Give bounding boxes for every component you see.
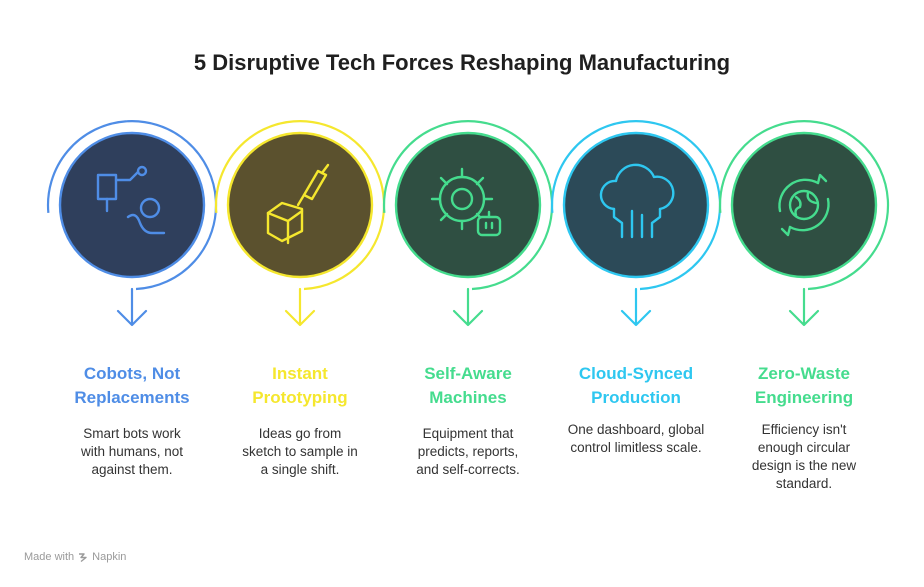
item-circle: [394, 131, 542, 279]
down-arrow: [452, 287, 484, 327]
item-description-line: Smart bots work: [83, 426, 181, 441]
item-description: Smart bots work with humans, not against t…: [57, 425, 207, 479]
item-description-line: One dashboard, global: [567, 422, 705, 437]
down-arrow: [284, 287, 316, 327]
item-heading-line: Engineering: [754, 388, 854, 407]
item-description-line: and self-corrects.: [416, 462, 520, 477]
item-description: One dashboard, global control limitless s…: [561, 421, 711, 457]
item-heading-line: Instant: [272, 364, 328, 383]
item-description-line: with humans, not: [80, 444, 184, 459]
item-description-line: Equipment that: [422, 426, 514, 441]
item-description: Efficiency isn't enough circular design is…: [729, 421, 879, 493]
item-description-line: a single shift.: [260, 462, 340, 477]
item-description-line: predicts, reports,: [417, 444, 519, 459]
item-description-line: standard.: [775, 476, 833, 491]
made-with-label: Made with: [24, 551, 75, 563]
item-heading-line: Cloud-Synced: [578, 364, 694, 383]
made-with-footer: Made with Napkin: [24, 551, 126, 563]
item-circle: [226, 131, 374, 279]
cloud-circuit-icon: [599, 163, 675, 239]
page-title: 5 Disruptive Tech Forces Reshaping Manuf…: [193, 50, 731, 75]
down-arrow: [620, 287, 652, 327]
item-description-line: enough circular: [757, 440, 851, 455]
ring-arc: [46, 120, 218, 291]
down-arrow: [116, 287, 148, 327]
item-heading-line: Prototyping: [252, 388, 348, 407]
ring-arc: [718, 120, 890, 291]
ring-arc: [382, 120, 554, 291]
item-circle: [562, 131, 710, 279]
item-heading-line: Replacements: [74, 388, 190, 407]
3d-printer-cube-icon: [266, 163, 330, 245]
robot-arm-with-person-icon: [96, 165, 166, 235]
item-description: Equipment that predicts, reports, and self…: [393, 425, 543, 479]
item-description-line: Efficiency isn't: [761, 422, 847, 437]
item-description: Ideas go from sketch to sample in a single…: [225, 425, 375, 479]
ring-arc: [550, 120, 722, 291]
item-circle: [58, 131, 206, 279]
napkin-brand: Napkin: [92, 551, 127, 563]
ring-arc: [214, 120, 386, 291]
item-description-line: Ideas go from: [258, 426, 342, 441]
recycling-globe-icon: [778, 173, 830, 237]
item-heading-line: Machines: [429, 388, 507, 407]
item-description-line: control limitless scale.: [570, 440, 702, 455]
napkin-logo-icon: [79, 552, 87, 562]
item-heading-line: Cobots, Not: [83, 364, 181, 383]
item-heading-line: Zero-Waste: [758, 364, 850, 383]
item-description-line: against them.: [91, 462, 173, 477]
item-description-line: sketch to sample in: [242, 444, 358, 459]
gear-with-robot-icon: [430, 167, 502, 237]
down-arrow: [788, 287, 820, 327]
item-circle: [730, 131, 878, 279]
item-heading-line: Production: [591, 388, 681, 407]
item-heading-line: Self-Aware: [424, 364, 512, 383]
item-description-line: design is the new: [751, 458, 857, 473]
